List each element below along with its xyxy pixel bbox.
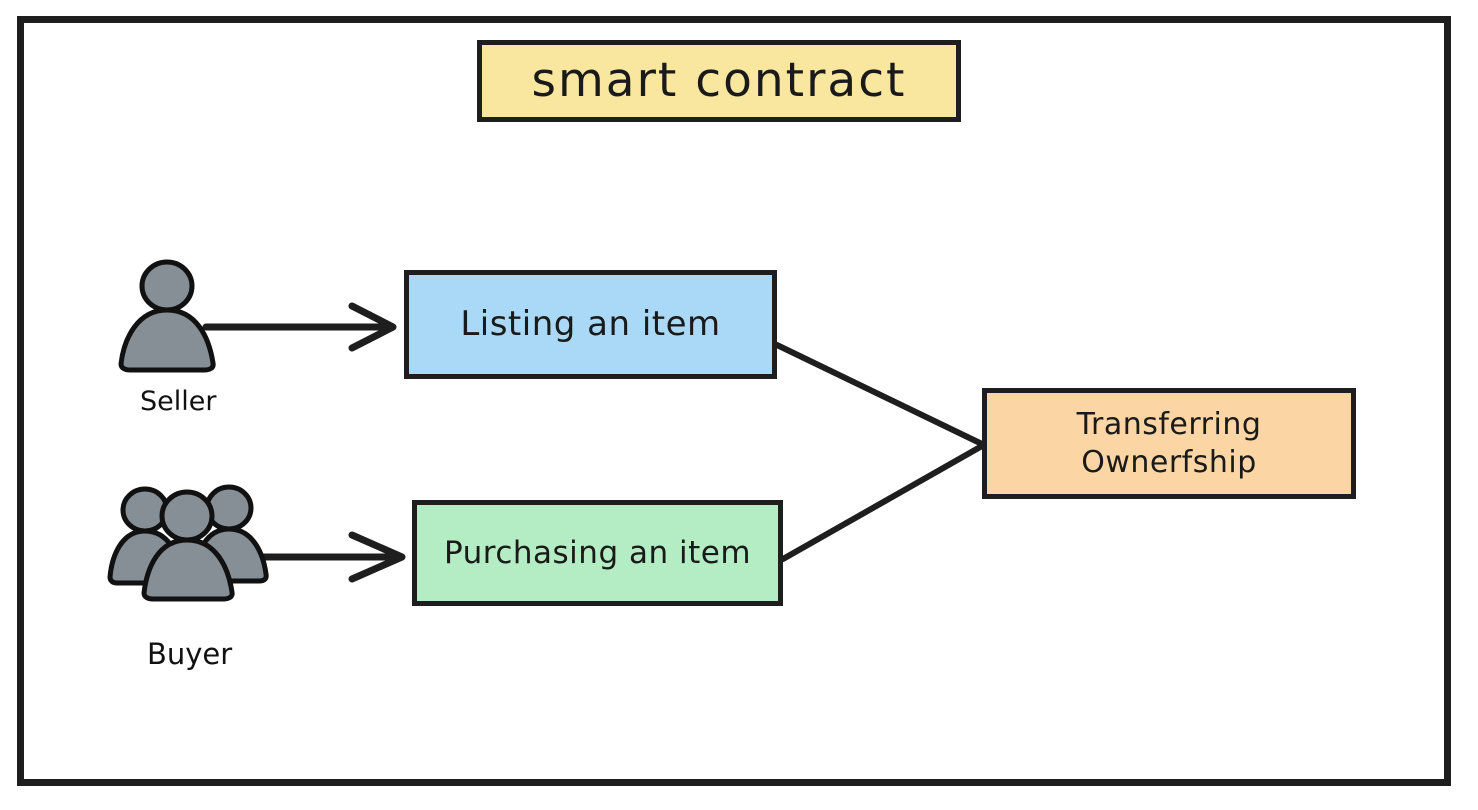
group-of-people-icon <box>107 484 269 602</box>
actor-buyer[interactable] <box>105 482 280 612</box>
node-purchasing-an-item[interactable]: Purchasing an item <box>412 500 783 606</box>
node-transferring-ownership-label-line1: Transferring <box>1076 407 1262 442</box>
node-transferring-ownership[interactable]: Transferring Ownerfship <box>982 388 1356 499</box>
single-person-icon <box>118 259 216 373</box>
node-smart-contract[interactable]: smart contract <box>477 40 961 122</box>
diagram-outer-frame <box>17 16 1451 786</box>
node-purchasing-an-item-label: Purchasing an item <box>443 534 752 571</box>
node-smart-contract-label: smart contract <box>531 52 907 108</box>
actor-seller-label: Seller <box>140 386 217 417</box>
actor-seller[interactable] <box>112 258 242 383</box>
node-listing-an-item-label: Listing an item <box>460 304 721 345</box>
node-listing-an-item[interactable]: Listing an item <box>404 270 777 379</box>
actor-buyer-label: Buyer <box>147 637 233 671</box>
node-transferring-ownership-label-line2: Ownerfship <box>1081 444 1257 480</box>
